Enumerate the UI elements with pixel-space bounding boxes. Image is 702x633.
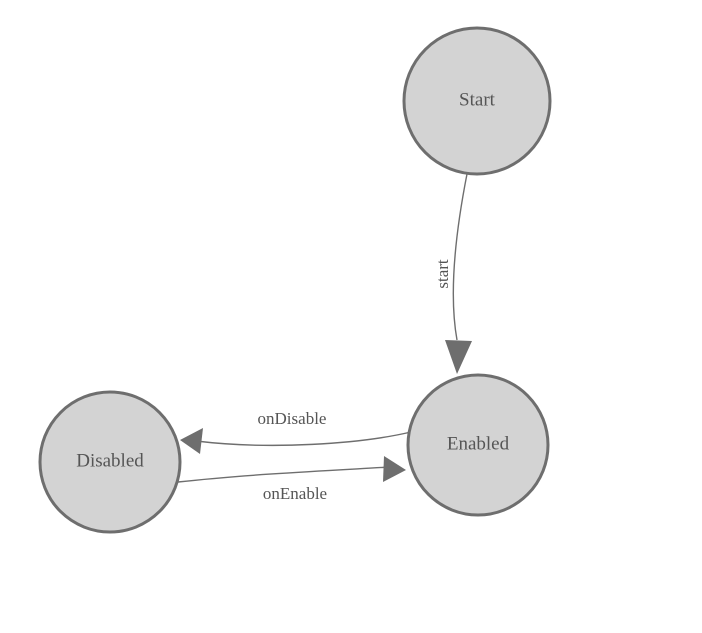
edge-label-onenable: onEnable xyxy=(263,484,327,503)
edge-line xyxy=(452,173,468,341)
edge-label-ondisable: onDisable xyxy=(258,409,327,428)
node-label: Start xyxy=(459,89,496,110)
node-shape xyxy=(406,373,550,517)
node-label: Disabled xyxy=(76,450,144,471)
edge-disabled-to-enabled[interactable]: onEnable xyxy=(177,456,406,503)
edge-start-to-enabled[interactable]: start xyxy=(433,173,472,374)
edge-line xyxy=(177,466,391,483)
state-node-start[interactable]: Start xyxy=(402,26,552,176)
node-shape xyxy=(402,26,552,176)
arrowhead-icon xyxy=(445,340,472,374)
state-node-disabled[interactable]: Disabled xyxy=(38,390,182,534)
node-shape xyxy=(38,390,182,534)
arrowhead-icon xyxy=(383,456,406,482)
state-node-enabled[interactable]: Enabled xyxy=(406,373,550,517)
node-label: Enabled xyxy=(447,433,510,454)
arrowhead-icon xyxy=(180,428,203,454)
edge-enabled-to-disabled[interactable]: onDisable xyxy=(180,409,412,454)
edge-line xyxy=(195,431,412,447)
edge-label-start: start xyxy=(433,259,452,289)
